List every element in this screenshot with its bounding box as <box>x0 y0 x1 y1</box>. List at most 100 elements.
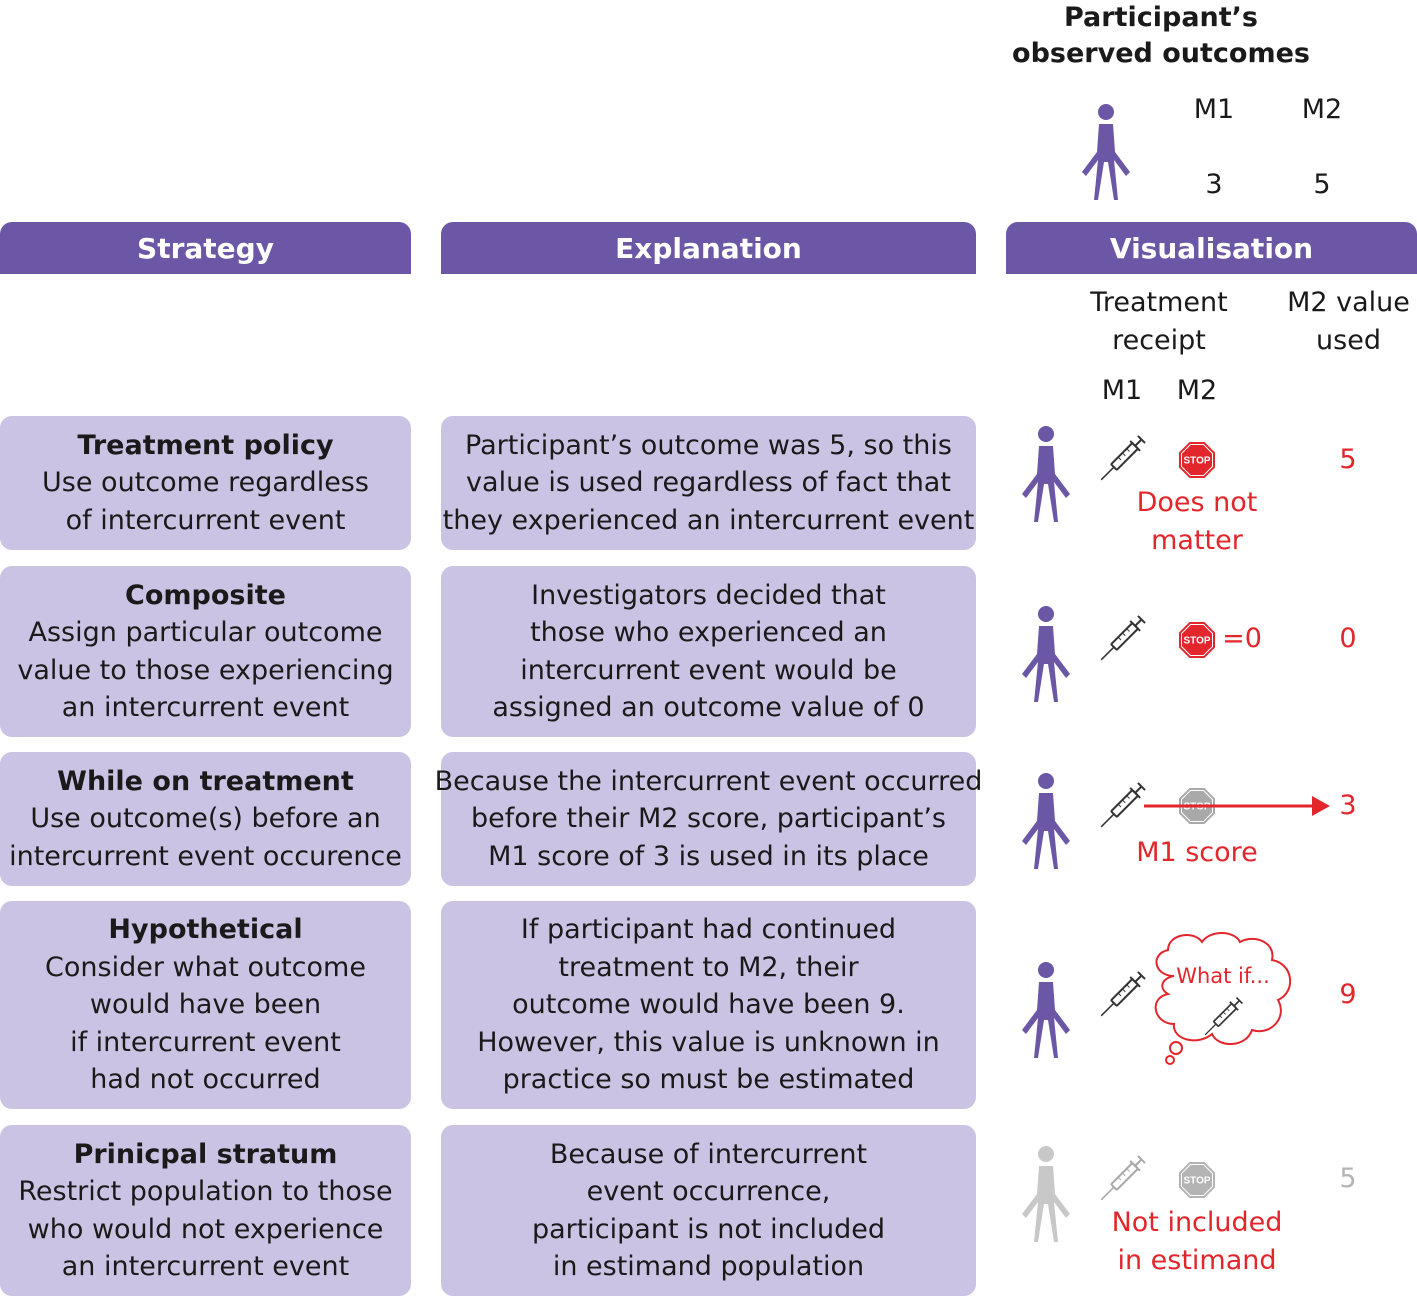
explanation-line: participant is not included <box>531 1213 886 1245</box>
m2-value-used: 0 <box>1339 623 1357 654</box>
strategy-desc-line: value to those experiencing <box>17 654 394 686</box>
explanation-hypothetical: If participant had continued treatment t… <box>441 901 976 1109</box>
strategy-treatment-policy: Treatment policy Use outcome regardless … <box>0 416 411 550</box>
header-visualisation: Visualisation <box>1006 222 1417 274</box>
arrow-right-icon <box>1144 796 1330 816</box>
strategy-desc-line: who would not experience <box>27 1213 384 1245</box>
explanation-treatment-policy: Participant’s outcome was 5, so this val… <box>441 416 976 550</box>
vis-note-line: in estimand <box>1117 1245 1277 1276</box>
explanation-line: treatment to M2, their <box>558 951 859 983</box>
explanation-line: Because of intercurrent <box>549 1138 868 1170</box>
stop-sign-icon: STOP <box>1179 622 1215 658</box>
m2-value-used-label: M2 value used <box>1280 284 1417 360</box>
m2-value-used-line1: M2 value <box>1287 287 1410 318</box>
syringe-icon <box>1095 613 1148 666</box>
treatment-receipt-label: Treatment receipt <box>1070 284 1248 360</box>
explanation-line: those who experienced an <box>530 617 887 648</box>
observed-outcomes-title-line2: observed outcomes <box>1012 38 1310 69</box>
observed-outcomes-title-line1: Participant’s <box>1063 2 1259 33</box>
vis-m2-label: M2 <box>1176 375 1218 406</box>
participant-icon-gray <box>1022 1146 1070 1242</box>
explanation-while-on-treatment: Because the intercurrent event occurred … <box>435 752 982 886</box>
header-explanation: Explanation <box>441 222 976 274</box>
stop-sign-text: STOP <box>1183 636 1210 647</box>
explanation-line: before their M2 score, participant’s <box>471 803 946 835</box>
vis-note-line: Does not <box>1136 487 1258 518</box>
syringe-icon <box>1095 433 1148 486</box>
strategy-principal-stratum: Prinicpal stratum Restrict population to… <box>0 1125 411 1296</box>
m2-value-used: 9 <box>1339 979 1357 1010</box>
explanation-line: intercurrent event would be <box>520 654 897 686</box>
m2-value-used-line2: used <box>1316 325 1381 356</box>
m2-value-used-gray: 5 <box>1339 1163 1357 1194</box>
explanation-line: practice so must be estimated <box>502 1064 915 1096</box>
strategy-desc-line: would have been <box>89 989 322 1021</box>
explanation-line: event occurrence, <box>586 1176 831 1207</box>
vis-note-line: matter <box>1151 525 1243 556</box>
vis-note-not-included: Not included in estimand <box>1097 1204 1297 1280</box>
header-strategy: Strategy <box>0 222 411 274</box>
strategy-desc-line: Restrict population to those <box>18 1176 393 1207</box>
strategy-title: Hypothetical <box>108 914 303 946</box>
explanation-line: in estimand population <box>552 1251 865 1282</box>
strategy-desc-line: an intercurrent event <box>61 1251 350 1282</box>
thought-cloud-icon <box>1154 932 1292 1065</box>
strategy-desc-line: of intercurrent event <box>65 504 346 536</box>
participant-icon <box>1022 606 1070 702</box>
top-m2-value: 5 <box>1313 169 1331 200</box>
explanation-line: assigned an outcome value of 0 <box>492 692 925 723</box>
stop-sign-text: STOP <box>1183 456 1210 467</box>
strategy-desc-line: Assign particular outcome <box>28 617 383 648</box>
treatment-receipt-line2: receipt <box>1112 325 1206 356</box>
syringe-icon <box>1095 969 1148 1022</box>
explanation-line: M1 score of 3 is used in its place <box>488 840 929 872</box>
syringe-icon <box>1095 780 1148 833</box>
explanation-line: they experienced an intercurrent event <box>442 504 975 536</box>
top-m1-label: M1 <box>1193 94 1235 125</box>
participant-icon <box>1022 773 1070 869</box>
strategy-title: Treatment policy <box>77 429 334 461</box>
m2-value-used: 3 <box>1339 790 1357 821</box>
strategy-hypothetical: Hypothetical Consider what outcome would… <box>0 901 411 1109</box>
vis-note-m1-score: M1 score <box>1136 837 1258 868</box>
participant-icon <box>1022 426 1070 522</box>
explanation-line: Because the intercurrent event occurred <box>434 765 983 797</box>
top-m1-value: 3 <box>1205 169 1223 200</box>
strategy-desc-line: Consider what outcome <box>45 951 366 983</box>
strategy-title: Prinicpal stratum <box>73 1138 338 1170</box>
participant-icon <box>1022 962 1070 1058</box>
strategy-composite: Composite Assign particular outcome valu… <box>0 566 411 737</box>
strategy-title: While on treatment <box>57 765 354 797</box>
explanation-line: However, this value is unknown in <box>477 1026 940 1058</box>
strategy-desc-line: had not occurred <box>90 1064 321 1096</box>
stop-sign-icon: STOP <box>1179 442 1215 478</box>
syringe-icon-gray <box>1095 1153 1148 1206</box>
strategy-desc-line: an intercurrent event <box>61 692 350 723</box>
syringe-icon-hypothetical <box>1200 995 1245 1040</box>
top-m2-label: M2 <box>1301 94 1343 125</box>
observed-outcomes-title: Participant’s observed outcomes <box>1010 0 1312 72</box>
strategy-while-on-treatment: While on treatment Use outcome(s) before… <box>0 752 411 886</box>
vis-note-line: Not included <box>1111 1207 1283 1238</box>
stop-sign-icon-gray: STOP <box>1179 1162 1215 1198</box>
explanation-line: outcome would have been 9. <box>512 989 905 1021</box>
explanation-line: Investigators decided that <box>531 579 886 611</box>
participant-icon-top <box>1082 104 1130 200</box>
stop-sign-text: STOP <box>1183 1176 1210 1187</box>
vis-note-does-not-matter: Does not matter <box>1117 484 1277 560</box>
explanation-line: Participant’s outcome was 5, so this <box>465 429 952 461</box>
strategy-desc-line: if intercurrent event <box>70 1026 341 1058</box>
strategy-desc-line: intercurrent event occurence <box>9 840 402 872</box>
strategy-desc-line: Use outcome(s) before an <box>30 803 381 835</box>
vis-note-what-if: What if... <box>1176 964 1270 988</box>
vis-note-equals-zero: =0 <box>1222 623 1262 654</box>
explanation-principal-stratum: Because of intercurrent event occurrence… <box>441 1125 976 1296</box>
m2-value-used: 5 <box>1339 444 1357 475</box>
explanation-line: value is used regardless of fact that <box>466 467 951 499</box>
strategy-desc-line: Use outcome regardless <box>42 467 369 499</box>
explanation-line: If participant had continued <box>520 914 897 946</box>
strategy-title: Composite <box>125 579 286 611</box>
explanation-composite: Investigators decided that those who exp… <box>441 566 976 737</box>
vis-m1-label: M1 <box>1101 375 1143 406</box>
treatment-receipt-line1: Treatment <box>1090 287 1228 318</box>
